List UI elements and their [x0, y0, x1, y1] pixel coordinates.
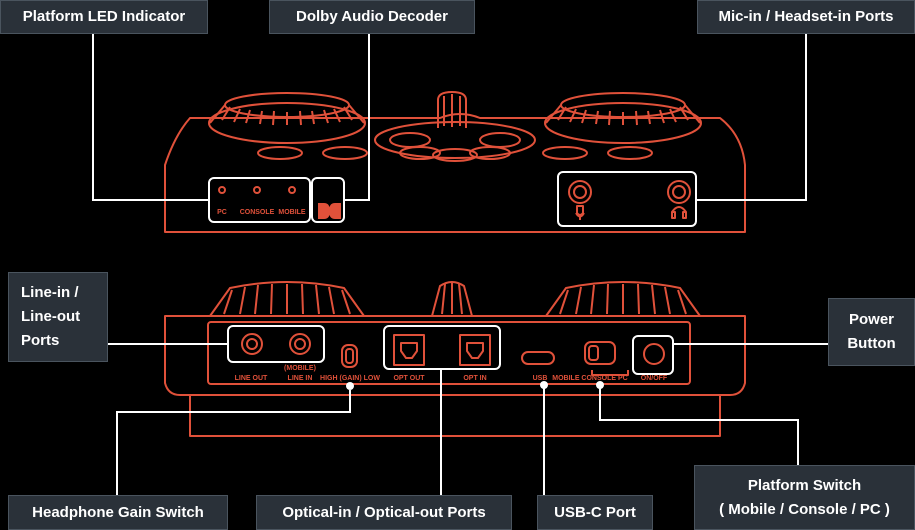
callout-line-ports-line1: Line-in / [21, 284, 79, 301]
top-device-body [164, 113, 746, 233]
callout-dolby: Dolby Audio Decoder [269, 0, 475, 34]
back-right-knob [545, 281, 701, 317]
mobile-paren-label: (MOBILE) [284, 365, 316, 372]
callout-optical-text: Optical-in / Optical-out Ports [282, 503, 486, 521]
on-off-label: ON/OFF [641, 375, 668, 382]
leader-mic-headset [696, 32, 807, 201]
opt-in-label: OPT IN [463, 375, 486, 382]
power-highlight-box [632, 335, 674, 375]
callout-line-ports-line3: Ports [21, 332, 60, 349]
platform-switch [584, 341, 616, 365]
back-center-knob [431, 281, 473, 317]
usb-label: USB [533, 375, 548, 382]
callout-dolby-text: Dolby Audio Decoder [296, 8, 448, 25]
mobile-led-label: MOBILE [278, 209, 306, 216]
opt-out-port [393, 334, 425, 366]
pc-led-label: PC [217, 209, 227, 216]
opt-out-label: OPT OUT [393, 375, 425, 382]
leader-dolby [344, 32, 370, 201]
callout-power: Power Button [828, 298, 915, 366]
center-pads [257, 121, 653, 162]
leader-gain [116, 390, 351, 496]
line-out-label: LINE OUT [235, 375, 268, 382]
callout-platform-led: Platform LED Indicator [0, 0, 208, 34]
usb-c-port [521, 351, 555, 365]
mic-jack [568, 180, 592, 220]
leader-platform-switch [599, 385, 799, 466]
leader-platform-led [92, 32, 209, 201]
callout-line-ports-line2: Line-out [21, 308, 81, 325]
back-device-base [189, 395, 721, 437]
dolby-logo [318, 203, 341, 219]
opt-in-port [459, 334, 491, 366]
back-left-knob [209, 281, 365, 317]
callout-usbc-text: USB-C Port [554, 503, 636, 521]
line-in-label: LINE IN [288, 375, 313, 382]
back-panel [207, 321, 691, 385]
callout-gain: Headphone Gain Switch [8, 495, 228, 530]
callout-mic-headset: Mic-in / Headset-in Ports [697, 0, 915, 34]
callout-optical: Optical-in / Optical-out Ports [256, 495, 512, 530]
line-in-jack [289, 333, 311, 355]
platform-leds [218, 186, 296, 194]
gain-switch-label: HIGH (GAIN) LOW [320, 375, 380, 382]
leader-dots [346, 381, 604, 390]
callout-mic-headset-text: Mic-in / Headset-in Ports [718, 8, 894, 25]
top-view-device [164, 91, 746, 233]
callout-platform-led-text: Platform LED Indicator [22, 8, 186, 25]
headset-jack [667, 180, 691, 219]
platform-switch-label: MOBILE CONSOLE PC [552, 375, 627, 382]
gain-switch [341, 344, 358, 368]
callout-line-ports: Line-in / Line-out Ports [8, 272, 108, 362]
leader-lines [92, 32, 828, 496]
console-led-label: CONSOLE [240, 209, 275, 216]
callout-platform-switch: Platform Switch ( Mobile / Console / PC … [694, 465, 915, 530]
back-view-device [164, 281, 746, 437]
callout-power-line2: Button [847, 335, 896, 352]
center-knob [437, 91, 467, 128]
power-button [643, 343, 665, 365]
callout-power-line1: Power [848, 311, 894, 328]
right-volume-knob [544, 92, 702, 144]
device-text-labels: PC CONSOLE MOBILE LINE OUT (MOBILE) LINE… [217, 209, 668, 382]
callout-gain-text: Headphone Gain Switch [32, 503, 204, 521]
line-out-jack [241, 333, 263, 355]
back-device-body [164, 315, 746, 396]
callout-usbc: USB-C Port [537, 495, 653, 530]
callout-platform-switch-line1: Platform Switch [747, 476, 862, 494]
left-volume-knob [208, 92, 366, 144]
callout-platform-switch-line2: ( Mobile / Console / PC ) [719, 500, 890, 518]
